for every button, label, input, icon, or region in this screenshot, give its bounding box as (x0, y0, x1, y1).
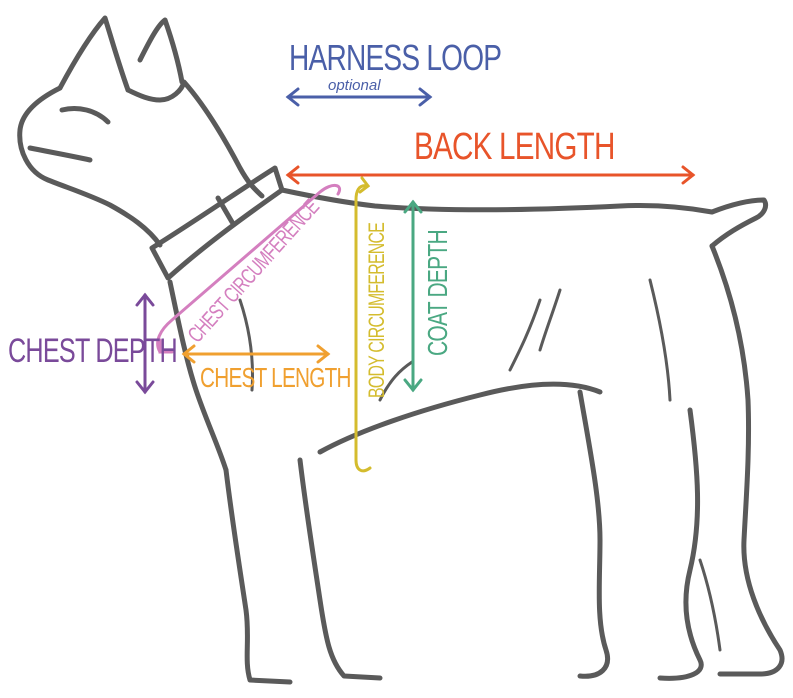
dog-tail (712, 200, 766, 246)
harness-loop-note: optional (328, 78, 381, 93)
dog-ear-right (140, 20, 182, 82)
body-circumference-label: BODY CIRCUMFERENCE (366, 223, 388, 398)
dog-ear-left (60, 18, 128, 90)
coat-depth-label: COAT DEPTH (424, 230, 452, 356)
chest-depth-label: CHEST DEPTH (8, 334, 177, 368)
dog-front-leg-left (226, 470, 290, 682)
dog-front-leg-right (300, 460, 380, 678)
back-length-arrow (288, 167, 693, 183)
harness-loop-label: HARNESS LOOP (289, 40, 501, 76)
coat-depth-arrow (405, 202, 421, 390)
chest-length-label: CHEST LENGTH (200, 364, 351, 392)
back-length-label: BACK LENGTH (414, 128, 615, 166)
dog-belly (320, 384, 600, 452)
chest-length-arrow (184, 346, 328, 362)
dog-back (282, 190, 712, 212)
